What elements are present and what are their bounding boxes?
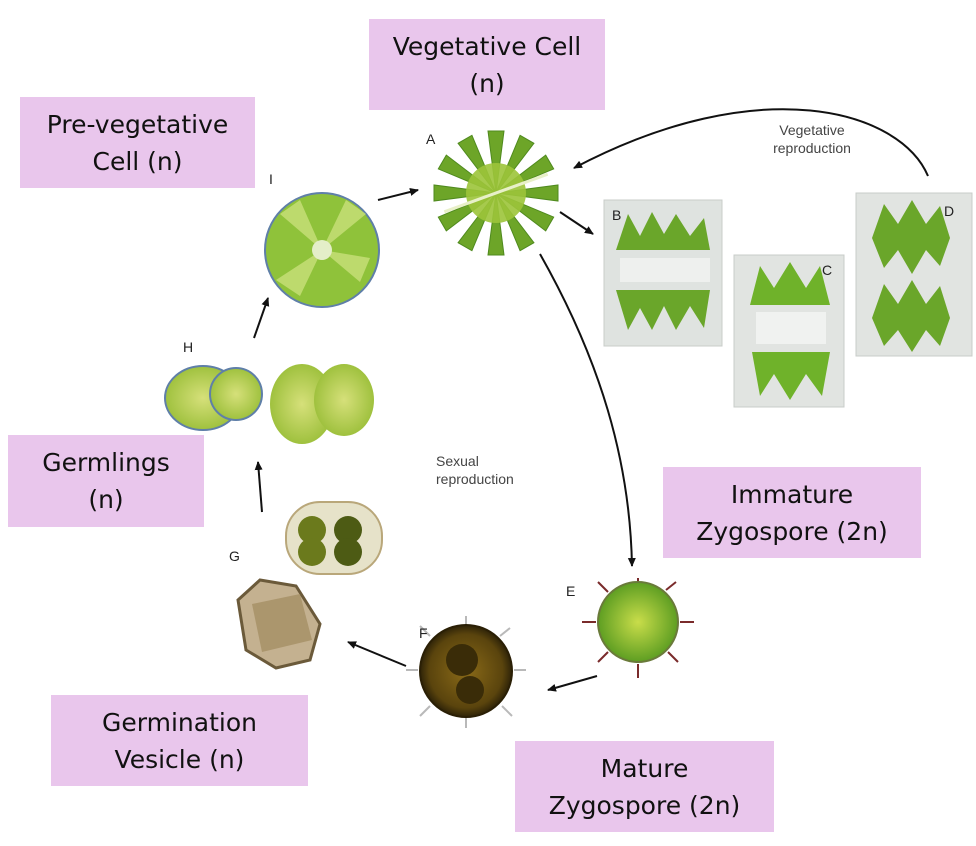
division-image-c	[733, 254, 845, 408]
arrow-f-to-g	[347, 641, 407, 667]
pre-vegetative-label-line1: Pre-vegetative	[46, 109, 229, 139]
pre-vegetative-label-line2: Cell (n)	[92, 146, 183, 176]
germinating-zygote-image	[285, 501, 383, 575]
mature-label-line1: Mature	[600, 753, 689, 783]
cycle-arrows	[253, 108, 929, 692]
stage-letter-h: H	[183, 339, 194, 355]
sexual-reproduction-note: Sexual reproduction	[436, 452, 554, 488]
stage-letter-i: I	[269, 171, 273, 187]
vegetative-reproduction-line1: Vegetative	[779, 122, 845, 138]
vegetative-cell-image	[433, 130, 559, 256]
stage-letter-g: G	[229, 548, 240, 564]
stage-letter-a: A	[426, 131, 436, 147]
stage-letter-e: E	[566, 583, 576, 599]
stage-letter-b: B	[612, 207, 622, 223]
immature-zygospore-image	[582, 578, 694, 678]
vegetative-cell-label: Vegetative Cell (n)	[369, 19, 605, 110]
pre-vegetative-cell-image	[264, 192, 380, 308]
mature-label-line2: Zygospore (2n)	[548, 790, 741, 820]
vegetative-reproduction-note: Vegetative reproduction	[750, 121, 874, 157]
division-image-b	[603, 199, 723, 347]
pre-vegetative-cell-label: Pre-vegetative Cell (n)	[20, 97, 255, 188]
germlings-image	[164, 364, 374, 444]
arrow-g-to-h	[254, 461, 263, 513]
germlings-label-line2: (n)	[88, 485, 124, 514]
stage-letter-c: C	[822, 262, 833, 278]
arrow-i-to-a	[377, 188, 419, 201]
immature-label-line2: Zygospore (2n)	[696, 516, 888, 546]
germination-label-line1: Germination	[102, 707, 257, 737]
division-image-d	[855, 192, 973, 357]
germlings-label: Germlings (n)	[8, 435, 204, 527]
vegetative-reproduction-arrow	[573, 108, 929, 177]
stage-letter-d: D	[944, 203, 955, 219]
mature-zygospore-image	[406, 616, 526, 728]
vegetative-cell-label-line2: (n)	[469, 68, 505, 98]
vegetative-reproduction-line2: reproduction	[773, 140, 851, 156]
germination-vesicle-label: Germination Vesicle (n)	[51, 695, 308, 786]
sexual-reproduction-line1: Sexual	[436, 453, 479, 469]
arrow-h-to-i	[253, 297, 270, 339]
stage-letter-f: F	[419, 625, 428, 641]
immature-zygospore-label: Immature Zygospore (2n)	[663, 467, 921, 558]
mature-zygospore-label: Mature Zygospore (2n)	[515, 741, 774, 832]
arrow-e-to-f	[547, 675, 598, 692]
germination-label-line2: Vesicle (n)	[114, 744, 245, 774]
arrow-a-to-b	[559, 211, 594, 235]
germlings-label-line1: Germlings	[42, 448, 170, 477]
sexual-reproduction-arrow	[539, 253, 636, 567]
vegetative-cell-label-line1: Vegetative Cell	[392, 31, 582, 61]
sexual-reproduction-line2: reproduction	[436, 471, 514, 487]
immature-label-line1: Immature	[730, 479, 854, 509]
germination-vesicle-image	[236, 578, 322, 670]
